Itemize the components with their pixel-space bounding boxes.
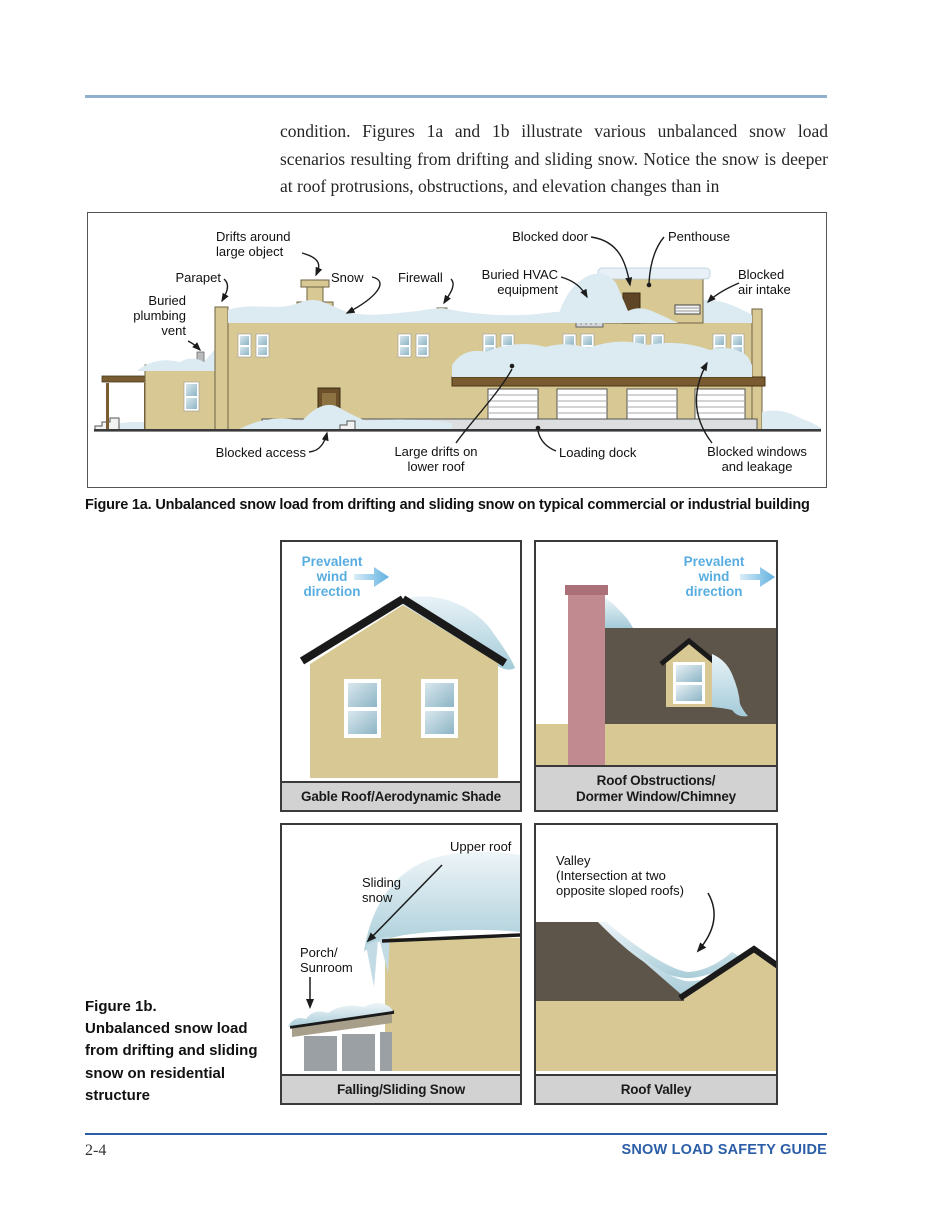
label-upper-roof: Upper roof [450,839,512,854]
wind-arrow-icon [740,567,775,587]
label-sliding-snow: Sliding snow [362,875,402,906]
panel-gable-drawing: Prevalent wind direction [282,542,520,781]
roof-valley-illustration [536,892,776,1071]
gable-roof-illustration [299,595,515,778]
label-firewall: Firewall [398,270,443,285]
label-porch-sunroom: Porch/ Sunroom [300,945,353,976]
label-blocked-air-intake: Blocked air intake [738,267,791,298]
garage-doors [487,388,746,421]
label-blocked-access: Blocked access [215,445,306,460]
roof-obstructions-illustration [536,585,776,765]
wind-direction-label: Prevalent wind direction [301,554,363,600]
label-penthouse: Penthouse [668,229,731,244]
panel-valley-drawing: Valley (Intersection at two opposite slo… [536,825,776,1074]
intro-paragraph: condition. Figures 1a and 1b illustrate … [280,121,828,197]
wind-arrow-icon [354,567,389,587]
page-number: 2-4 [85,1142,107,1159]
figure-1b-caption: Figure 1b. Unbalanced snow load from dri… [85,998,258,1104]
panel-roof-valley: Valley (Intersection at two opposite slo… [534,823,778,1105]
panel-valley-caption: Roof Valley [536,1073,776,1103]
panel-obstructions-drawing: Prevalent wind direction [536,542,776,765]
label-drifts-around-large-object: Drifts around large object [216,229,291,260]
figure-1a: Drifts around large object Parapet Snow … [87,212,827,488]
label-loading-dock: Loading dock [559,445,637,460]
wind-direction-label: Prevalent wind direction [683,554,745,600]
panel-roof-obstructions: Prevalent wind direction Roof Obstructio… [534,540,778,812]
label-parapet: Parapet [175,270,221,285]
label-valley: Valley (Intersection at two opposite slo… [556,853,684,899]
label-large-drifts: Large drifts on lower roof [394,444,478,475]
footer-rule [85,1133,827,1135]
panel-falling-sliding-snow: Upper roof Sliding snow Porch/ Sunroom F… [280,823,522,1105]
panel-gable-caption: Gable Roof/Aerodynamic Shade [282,780,520,810]
label-buried-hvac: Buried HVAC equipment [481,267,558,298]
panel-sliding-caption: Falling/Sliding Snow [282,1073,520,1103]
leader-dots [509,282,652,431]
leader-lines [187,236,740,453]
label-blocked-windows: Blocked windows and leakage [707,444,807,475]
label-buried-plumbing-vent: Buried plumbing vent [133,293,186,339]
figure-1a-caption: Figure 1a. Unbalanced snow load from dri… [85,497,810,513]
panel-sliding-drawing: Upper roof Sliding snow Porch/ Sunroom [282,825,520,1074]
panel-gable-roof: Prevalent wind direction Gable Roof/Aero… [280,540,522,812]
label-snow: Snow [331,270,364,285]
falling-sliding-snow-illustration [288,851,520,1071]
label-blocked-door: Blocked door [512,229,588,244]
figure-1a-illustration [94,236,821,453]
panel-obstructions-caption: Roof Obstructions/ Dormer Window/Chimney [536,764,776,810]
document-title: SNOW LOAD SAFETY GUIDE [621,1142,827,1158]
top-rule [85,95,827,98]
